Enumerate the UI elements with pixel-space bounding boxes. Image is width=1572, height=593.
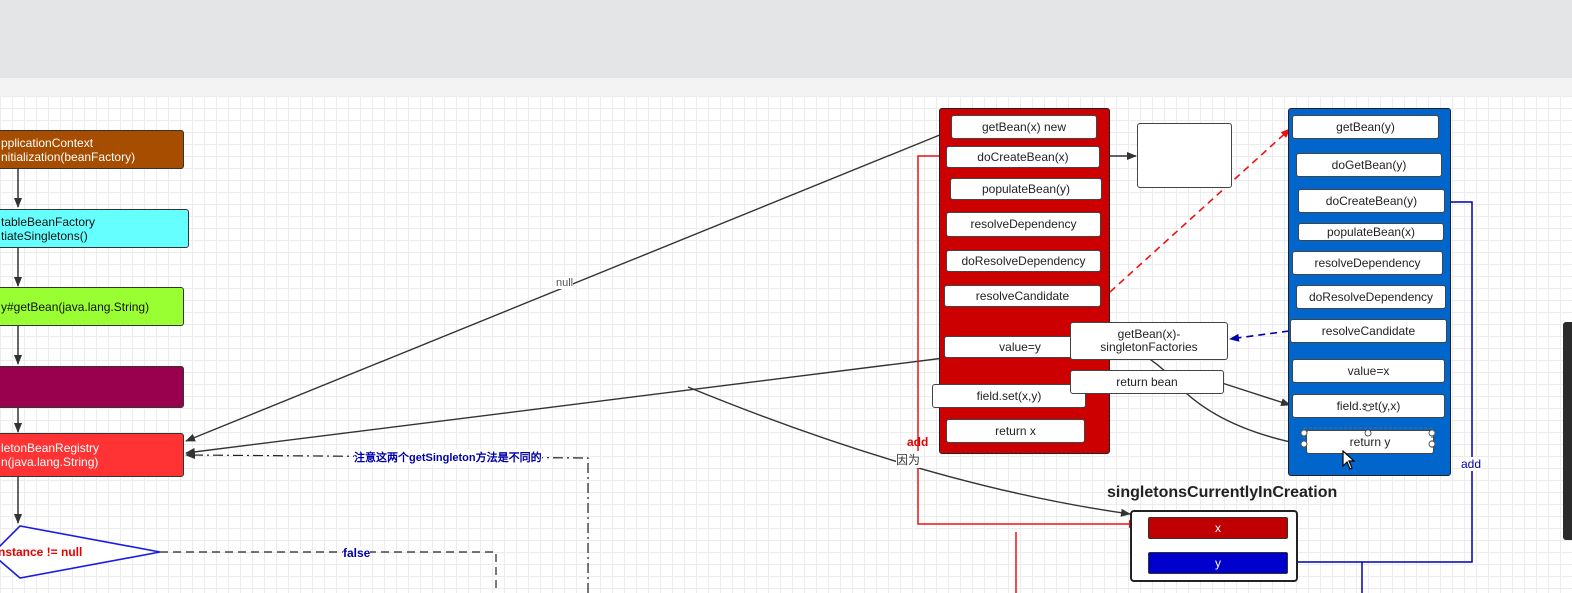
- registry-item-label: x: [1215, 521, 1221, 535]
- x-stack-item[interactable]: resolveDependency: [946, 212, 1101, 237]
- box-label: return bean: [1116, 374, 1178, 389]
- add-left-label: add: [907, 435, 929, 449]
- flow-node-do-get-bean[interactable]: [0, 366, 184, 408]
- add-right-label: add: [1461, 457, 1482, 471]
- false-path: [160, 551, 497, 593]
- y-stack-item[interactable]: resolveCandidate: [1290, 319, 1447, 343]
- flow-node-label: letonBeanRegistry: [1, 441, 100, 455]
- decision-diamond[interactable]: [0, 524, 162, 584]
- flow-node-label: pplicationContext: [1, 135, 94, 150]
- flow-node-label: tiateSingletons(): [1, 228, 88, 243]
- y-stack-item[interactable]: doResolveDependency: [1296, 285, 1446, 309]
- x-stack-item[interactable]: getBean(x) new: [951, 115, 1097, 139]
- diagram-canvas[interactable]: pplicationContext nitialization(beanFact…: [0, 96, 1572, 593]
- add-red-path: [917, 155, 1139, 528]
- x-stack-item[interactable]: doCreateBean(x): [946, 146, 1100, 168]
- ruler-strip: [0, 78, 1572, 96]
- flow-node-label: tableBeanFactory: [1, 214, 96, 229]
- singletons-in-creation-box[interactable]: x y: [1130, 510, 1298, 582]
- side-panel-edge[interactable]: [1563, 322, 1572, 540]
- registry-title: singletonsCurrentlyInCreation: [1107, 484, 1338, 501]
- y-stack-item[interactable]: getBean(y): [1292, 115, 1439, 139]
- getbean-x-singleton-factories-box[interactable]: getBean(x)- singletonFactories: [1070, 322, 1228, 360]
- flow-node-application-context[interactable]: pplicationContext nitialization(beanFact…: [0, 130, 184, 169]
- empty-box[interactable]: [1137, 123, 1232, 188]
- flow-node-label: nitialization(beanFactory): [1, 149, 136, 164]
- registry-item-y[interactable]: y: [1148, 552, 1288, 574]
- null-label: null: [556, 277, 574, 289]
- return-bean-box[interactable]: return bean: [1070, 370, 1224, 394]
- blue-dashed-arrow: [1229, 330, 1290, 342]
- x-stack-item[interactable]: resolveCandidate: [944, 285, 1101, 307]
- selection-handles[interactable]: [1296, 400, 1446, 450]
- top-toolbar: [0, 0, 1572, 79]
- note-line: [185, 451, 589, 593]
- y-stack-item[interactable]: doCreateBean(y): [1298, 189, 1445, 213]
- y-stack-item[interactable]: resolveDependency: [1292, 251, 1443, 275]
- x-stack-item[interactable]: doResolveDependency: [946, 250, 1101, 272]
- y-stack-item[interactable]: doGetBean(y): [1296, 153, 1442, 177]
- mouse-cursor-icon: [1342, 450, 1356, 470]
- decision-label: nstance != null: [0, 545, 83, 559]
- y-stack-item[interactable]: value=x: [1292, 359, 1445, 383]
- because-arrow: [687, 386, 1131, 517]
- x-stack-item[interactable]: field.set(x,y): [932, 384, 1086, 408]
- add-blue-path: [1283, 201, 1473, 566]
- registry-item-x[interactable]: x: [1148, 517, 1288, 539]
- flow-node-label: n(java.lang.String): [1, 455, 99, 469]
- flow-node-bean-factory[interactable]: tableBeanFactory tiateSingletons(): [0, 209, 189, 248]
- flow-node-singleton-registry[interactable]: letonBeanRegistry n(java.lang.String): [0, 433, 184, 477]
- box-label: getBean(x)-: [1117, 327, 1181, 341]
- false-label: false: [343, 546, 371, 560]
- registry-item-label: y: [1215, 556, 1221, 570]
- value-y-arrow: [185, 357, 945, 456]
- because-label: 因为: [896, 451, 921, 468]
- x-stack-item[interactable]: return x: [946, 419, 1085, 443]
- x-stack-item[interactable]: populateBean(y): [950, 178, 1102, 200]
- flow-node-label: y#getBean(java.lang.String): [1, 299, 150, 314]
- flow-node-get-bean[interactable]: y#getBean(java.lang.String): [0, 287, 184, 326]
- note-label: 注意这两个getSingleton方法是不同的: [354, 449, 542, 465]
- red-dashed-arrow: [1109, 128, 1291, 293]
- return-bean-arrow: [1221, 382, 1291, 407]
- y-stack-item[interactable]: populateBean(x): [1298, 223, 1444, 241]
- box-label: singletonFactories: [1100, 340, 1198, 354]
